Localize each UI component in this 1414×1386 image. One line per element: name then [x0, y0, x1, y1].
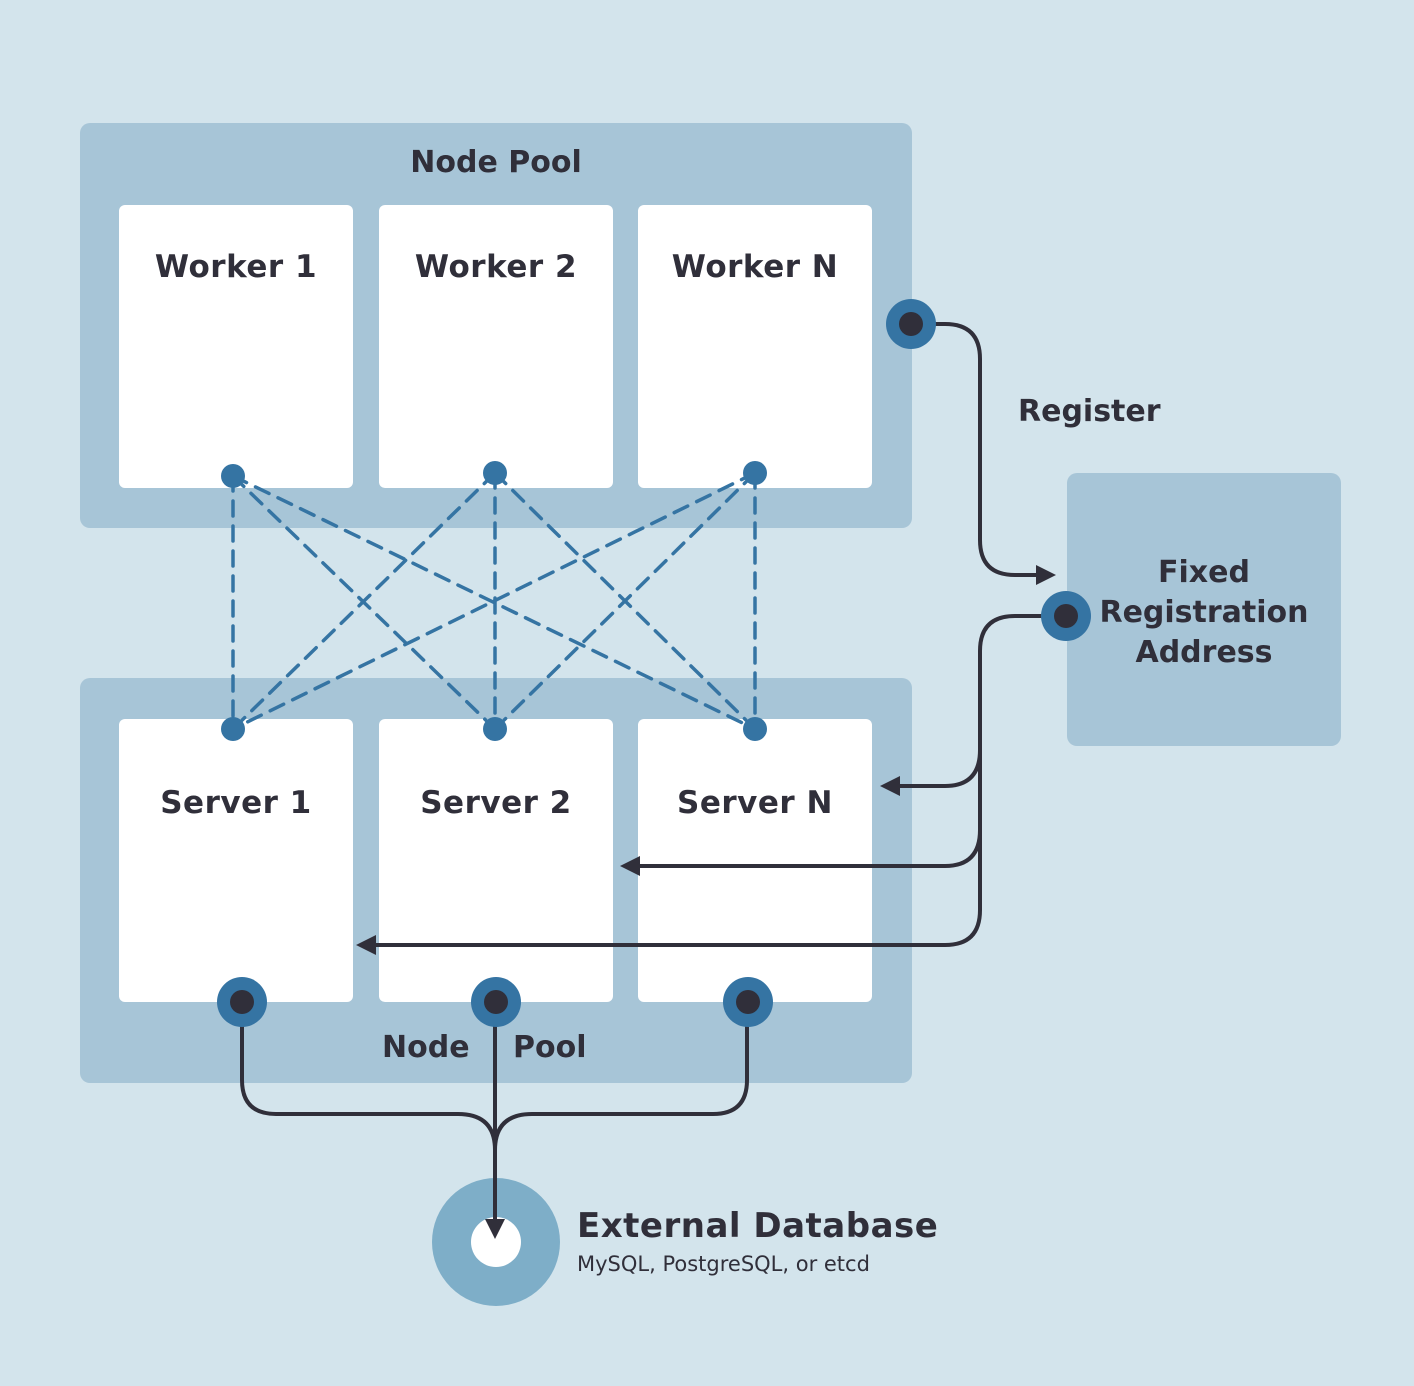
port-server-2[interactable]: [471, 977, 521, 1027]
database-title: External Database: [577, 1206, 939, 1246]
fixed-registration-address-box[interactable]: Fixed Registration Address: [1067, 473, 1341, 746]
port-dot: [230, 990, 254, 1014]
server-label: Server 2: [420, 785, 572, 821]
server-card-2[interactable]: Server 2: [379, 719, 613, 1002]
server1-to-database: [240, 1002, 497, 1151]
address-to-servers: [356, 614, 1066, 955]
mesh-ports: [221, 461, 767, 741]
fixed-registration-line-3: Address: [1135, 635, 1273, 670]
bus-to-servern-arrow: [880, 749, 982, 796]
register-arrow: [911, 322, 1056, 585]
worker1-mesh-port: [221, 464, 245, 488]
register-label: Register: [1018, 394, 1161, 429]
fixed-registration-label: Fixed Registration Address: [1067, 553, 1341, 673]
fixed-registration-line-2: Registration: [1099, 595, 1309, 630]
bottom-node-pool-title-left: Node: [382, 1030, 470, 1065]
server-card-1[interactable]: Server 1: [119, 719, 353, 1002]
worker-card-n[interactable]: Worker N: [638, 205, 872, 488]
port-dot: [484, 990, 508, 1014]
edge-worker2-server1: [231, 471, 497, 731]
worker-card-1[interactable]: Worker 1: [119, 205, 353, 488]
port-dot: [736, 990, 760, 1014]
server1-mesh-port: [221, 717, 245, 741]
server-card-n[interactable]: Server N: [638, 719, 872, 1002]
port-worker-pool[interactable]: [886, 299, 936, 349]
server2-mesh-port: [483, 717, 507, 741]
worker2-mesh-port: [483, 461, 507, 485]
worker-label: Worker N: [671, 249, 839, 285]
port-server-n[interactable]: [723, 977, 773, 1027]
port-server-1[interactable]: [217, 977, 267, 1027]
server-label: Server 1: [160, 785, 312, 821]
servern-to-database: [493, 1002, 749, 1151]
worker-card-2[interactable]: Worker 2: [379, 205, 613, 488]
port-fixed-address[interactable]: [1041, 591, 1091, 641]
top-node-pool-title: Node Pool: [410, 145, 582, 180]
edge-workern-server1: [231, 471, 757, 731]
port-dot: [899, 312, 923, 336]
workern-mesh-port: [743, 461, 767, 485]
servern-mesh-port: [743, 717, 767, 741]
address-to-bus: [356, 614, 1066, 955]
edge-workern-server2: [493, 471, 757, 731]
worker-label: Worker 2: [414, 249, 578, 285]
port-dot: [1054, 604, 1078, 628]
servers-to-database: [240, 1002, 749, 1151]
database-core[interactable]: [471, 1217, 521, 1267]
worker-server-mesh: [231, 471, 757, 731]
database-subtitle: MySQL, PostgreSQL, or etcd: [577, 1252, 870, 1276]
server-label: Server N: [677, 785, 833, 821]
fixed-registration-line-1: Fixed: [1158, 555, 1250, 590]
bottom-node-pool-title-right: Pool: [513, 1030, 587, 1065]
worker-label: Worker 1: [154, 249, 318, 285]
bus-to-server2-arrow: [620, 829, 982, 876]
